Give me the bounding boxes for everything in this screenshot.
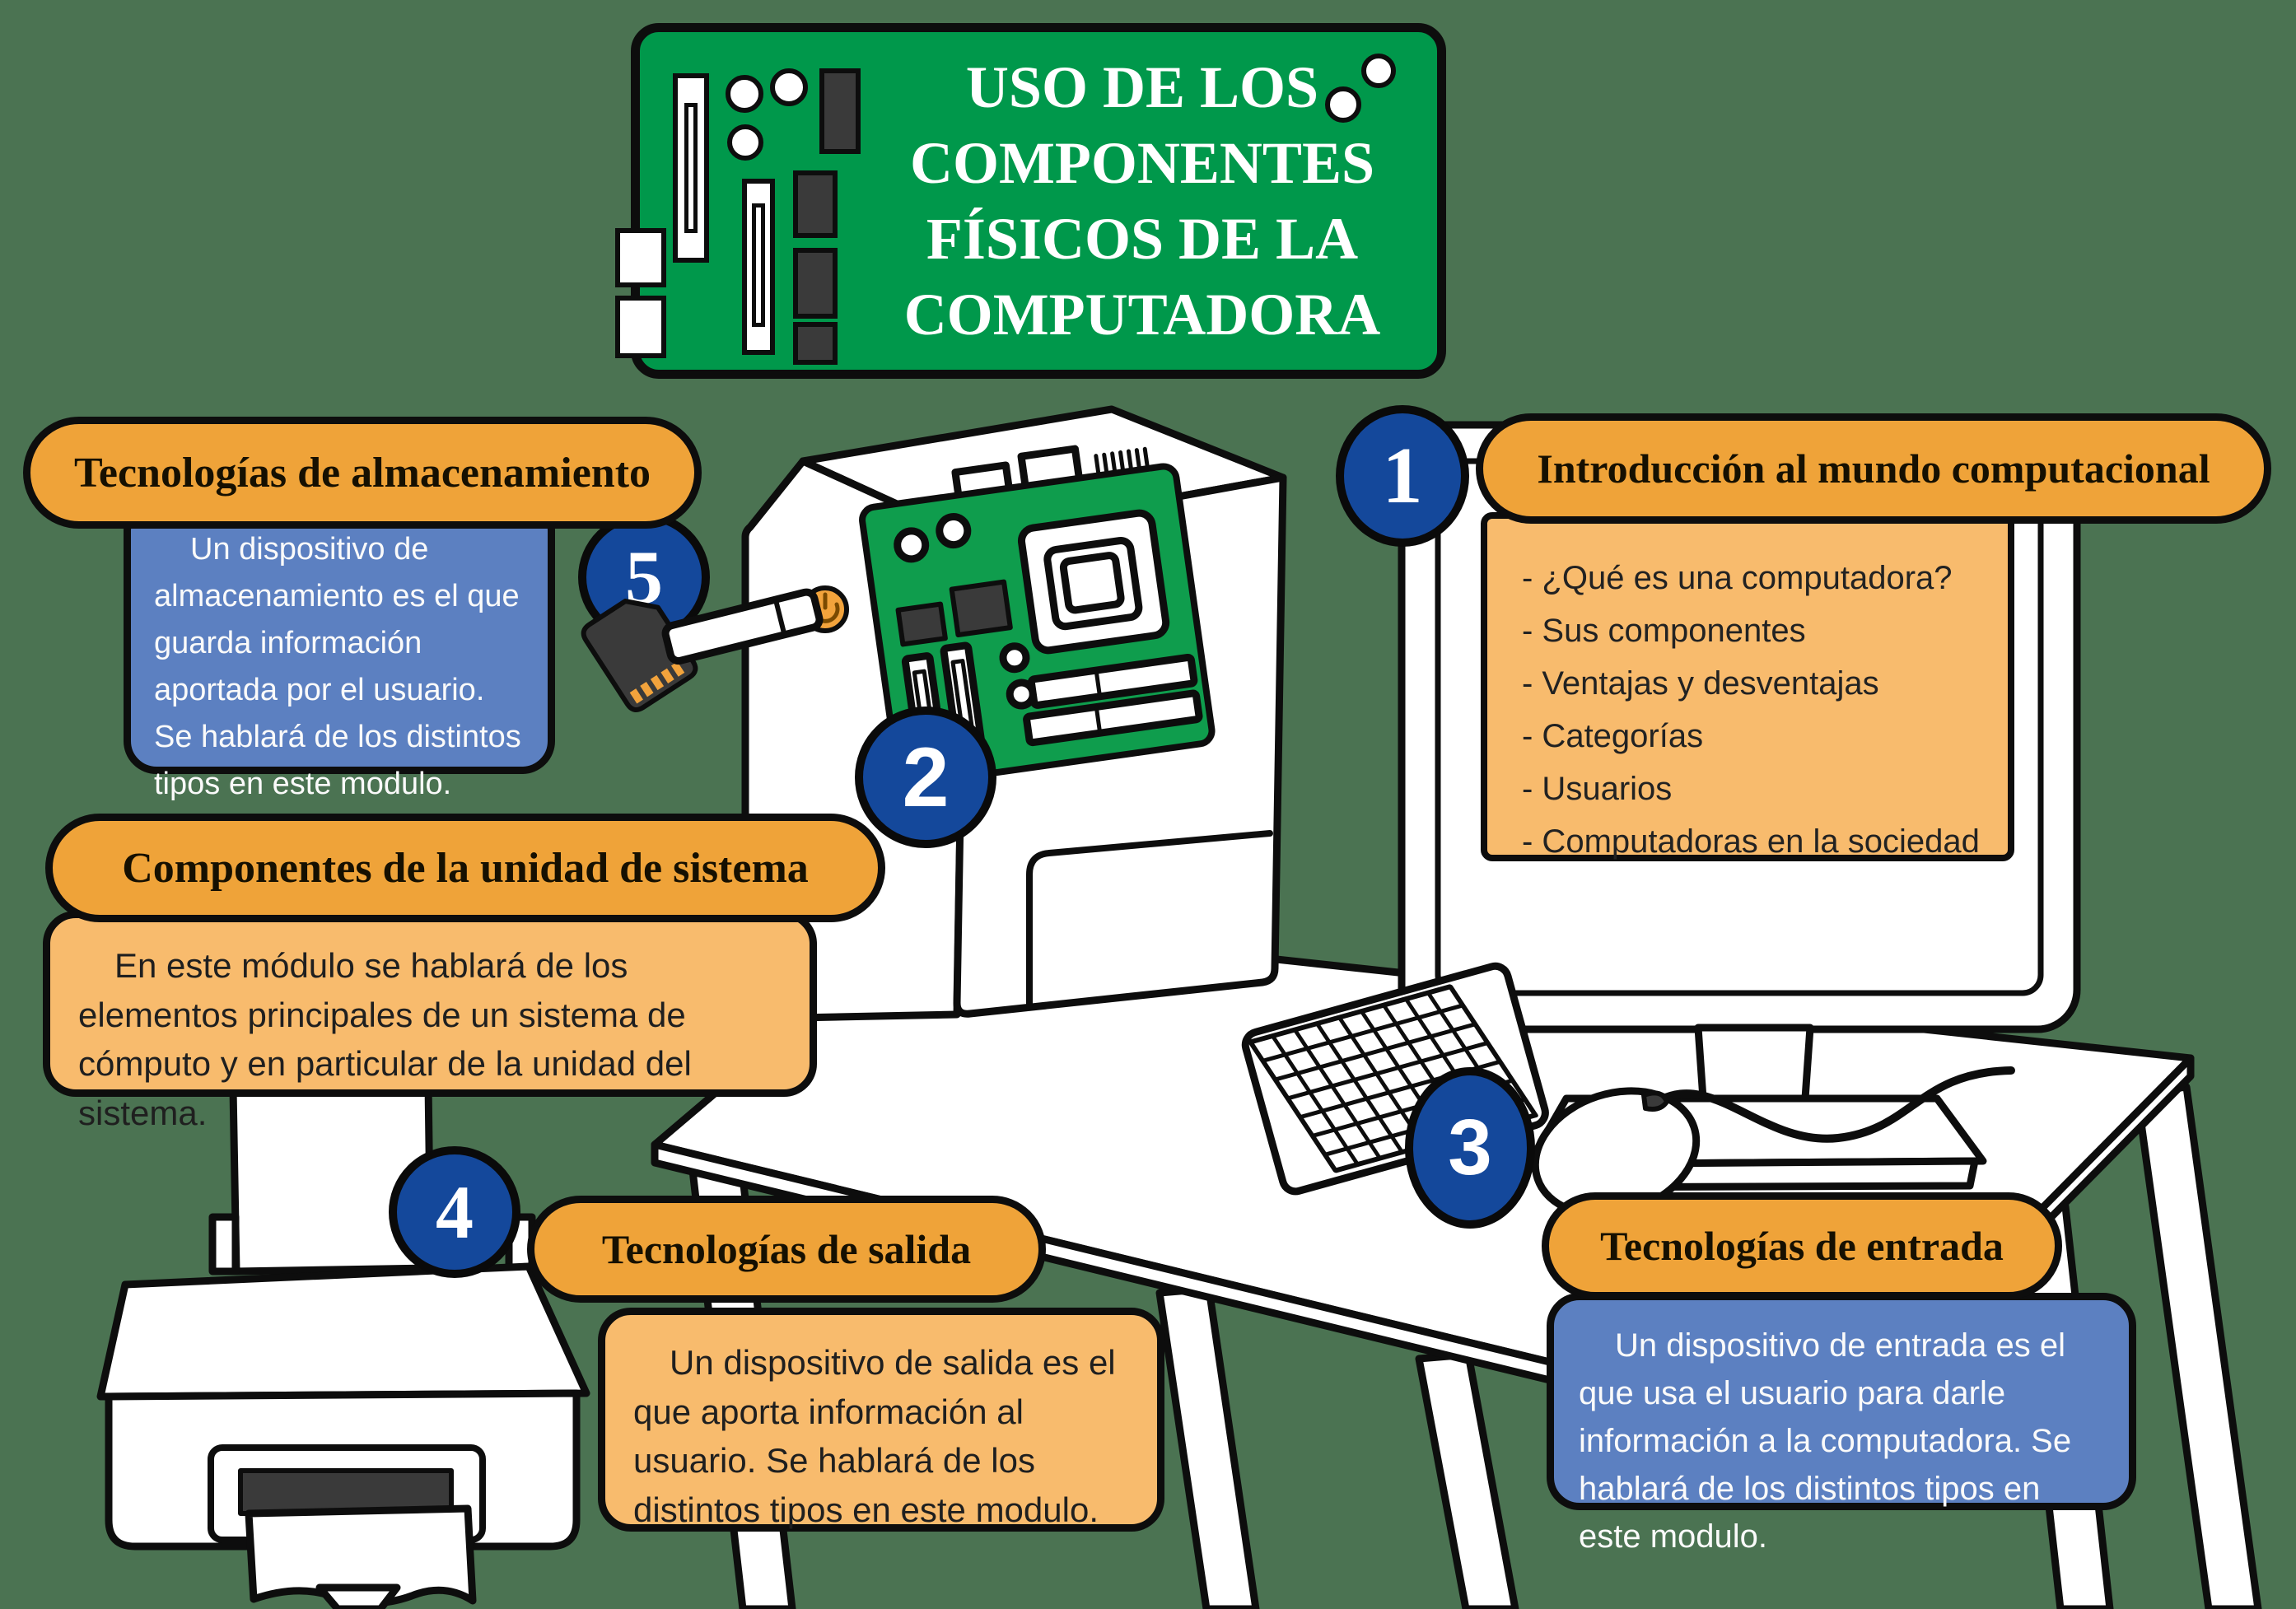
circuit-chip-icon xyxy=(819,68,861,154)
motherboard-icon xyxy=(859,445,1216,788)
circuit-pad-icon xyxy=(1361,54,1396,88)
printer-top xyxy=(96,1262,590,1401)
output-label-pill: Tecnologías de salida xyxy=(527,1196,1046,1303)
mb-ram-slot xyxy=(1027,653,1198,709)
printer-paper-guide xyxy=(208,1213,240,1276)
mb-chip xyxy=(949,579,1013,638)
screen-topic: - Ventajas y desventajas xyxy=(1522,665,1879,702)
badge-1: 1 xyxy=(1336,405,1469,547)
intro-label-pill: Introducción al mundo computacional xyxy=(1476,413,2271,524)
desk-leg xyxy=(1415,1350,1519,1609)
input-description-panel: Un dispositivo de entrada es el que usa … xyxy=(1547,1293,2136,1555)
circuit-banner-icon: USO DE LOS COMPONENTES FÍSICOS DE LA COM… xyxy=(615,23,1446,379)
screen-topic: - ¿Qué es una computadora? xyxy=(1522,560,1953,596)
circuit-chip-icon xyxy=(793,170,838,238)
circuit-chip-icon xyxy=(793,248,838,319)
mb-pins xyxy=(1094,446,1150,479)
power-button-icon xyxy=(801,585,849,633)
badge-2: 2 xyxy=(855,707,996,848)
system-unit-tower-icon xyxy=(741,405,1287,1023)
circuit-pad-icon xyxy=(770,68,808,106)
mb-chip xyxy=(895,601,948,647)
input-description: Un dispositivo de entrada es el que usa … xyxy=(1579,1327,2072,1555)
system-unit-description: En este módulo se hablará de los element… xyxy=(78,946,692,1132)
output-description-panel: Un dispositivo de salida es el que aport… xyxy=(598,1308,1164,1532)
circuit-slot-inner xyxy=(752,203,765,327)
desk-leg xyxy=(1155,1285,1260,1609)
storage-description: Un dispositivo de almacenamiento es el q… xyxy=(154,532,521,801)
mouse-cable xyxy=(1653,1066,2015,1143)
input-label-pill: Tecnologías de entrada xyxy=(1542,1192,2062,1299)
mb-cpu-core xyxy=(1059,552,1125,614)
mouse-icon xyxy=(1531,1066,2015,1219)
circuit-slot-inner xyxy=(684,103,698,233)
mb-pad xyxy=(894,527,930,563)
screen-topic: - Usuarios xyxy=(1522,771,1673,807)
tower-interior-edge xyxy=(1026,830,1273,1010)
badge-3: 3 xyxy=(1405,1067,1535,1229)
circuit-pad-icon xyxy=(726,75,763,113)
system-unit-label-pill: Componentes de la unidad de sistema xyxy=(45,814,885,922)
storage-description-panel: Un dispositivo de almacenamiento es el q… xyxy=(124,497,555,801)
screen-topic: - Sus componentes xyxy=(1522,613,1806,649)
circuit-port-icon xyxy=(615,228,666,287)
circuit-pad-icon xyxy=(727,124,763,161)
output-description: Un dispositivo de salida es el que aport… xyxy=(633,1343,1116,1529)
circuit-pad-icon xyxy=(1325,86,1361,123)
mb-ram-slot xyxy=(1023,689,1203,747)
system-unit-description-panel: En este módulo se hablará de los element… xyxy=(43,911,817,1132)
printer-icon xyxy=(96,1080,590,1609)
mb-pad xyxy=(936,513,972,549)
screen-topic: - Computadoras en la sociedad xyxy=(1522,823,1980,860)
screen-topic: - Categorías xyxy=(1522,718,1704,754)
mouse-scroll xyxy=(1641,1090,1669,1112)
page-title: USO DE LOS COMPONENTES FÍSICOS DE LA COM… xyxy=(903,54,1381,348)
desk-leg xyxy=(2133,1083,2262,1609)
circuit-chip-icon xyxy=(793,322,838,365)
monitor-screen-panel: - ¿Qué es una computadora? - Sus compone… xyxy=(1481,512,2014,861)
printer-foot xyxy=(315,1583,401,1609)
monitor-neck xyxy=(1694,1024,1814,1103)
badge-5: 5 xyxy=(578,512,710,642)
mb-pad xyxy=(999,642,1030,674)
storage-label-pill: Tecnologías de almacenamiento xyxy=(23,417,702,529)
circuit-port-icon xyxy=(615,296,666,358)
badge-4: 4 xyxy=(389,1146,520,1278)
